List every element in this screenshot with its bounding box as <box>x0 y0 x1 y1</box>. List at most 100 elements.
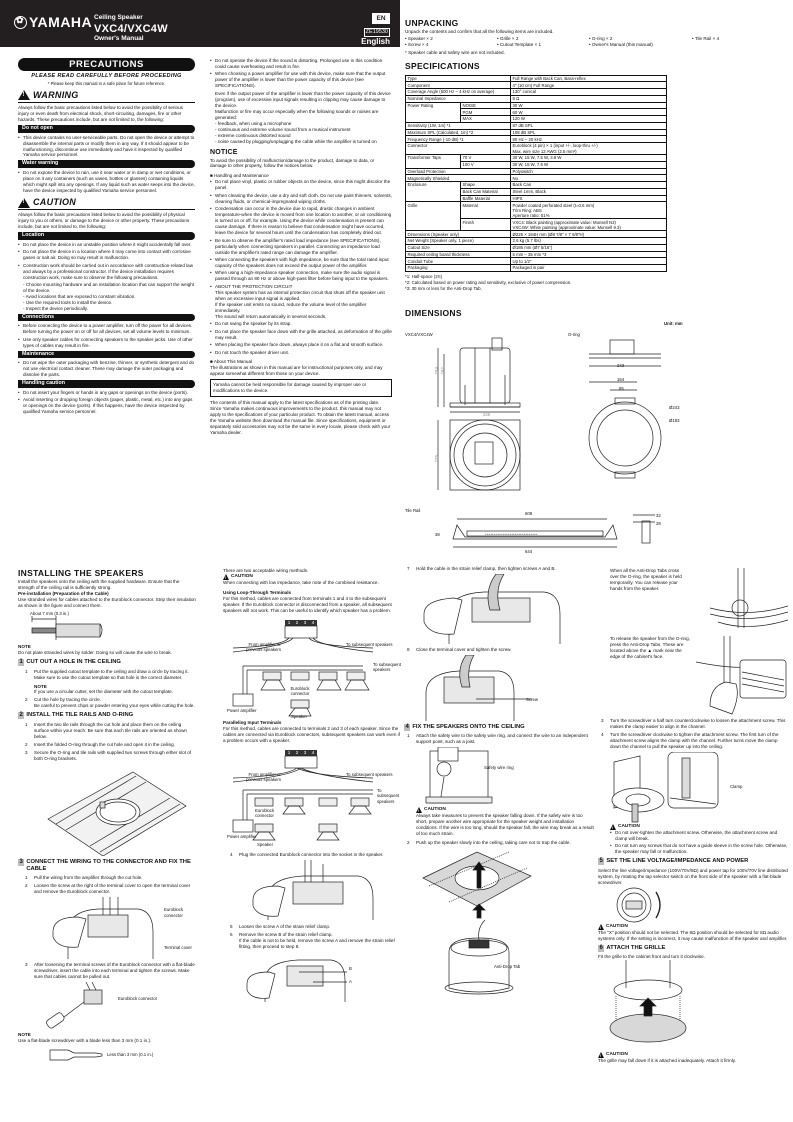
terminal-number: 2 <box>293 619 301 626</box>
strain-relief-figure: B A <box>223 952 401 1002</box>
installing-title: INSTALLING THE SPEAKERS <box>18 568 144 578</box>
dim-width-225: 225 <box>483 412 491 417</box>
spec-label: Nominal Impedance <box>405 94 511 103</box>
list-item: Construction work should be carried out … <box>18 263 195 281</box>
step-text: Cut the hole by tracing the circle. <box>34 697 101 703</box>
step-title: INSTALL THE TILE RAILS AND O-RING <box>26 712 134 719</box>
list-item: Do not place the device in a location wh… <box>18 249 195 261</box>
list-item: Do not place the speaker face down with … <box>210 329 392 341</box>
category-do-not-open: Do not open <box>18 125 195 133</box>
to-subsequent-label-2: To subsequent speakers <box>373 661 401 673</box>
to-subsequent-label-2: To subsequent speakers <box>377 787 400 804</box>
caution-title: CAUTION <box>33 196 77 207</box>
wiring-caution-heading: CAUTION <box>223 574 401 580</box>
unpack-item: • Grille × 2 <box>497 35 519 41</box>
caution-title: CAUTION <box>231 573 253 579</box>
anti-drop-tab-label: Anti-Drop Tab <box>494 964 521 970</box>
dim-height-194: 194 <box>433 367 439 375</box>
dimensions-section: DIMENSIONS Unit: mm VXC4/VXC4W O-ring Ti… <box>405 308 785 558</box>
dim-oring-243: 243 <box>617 363 625 368</box>
pre-installation-text: Use stranded wires for cables attached t… <box>18 596 196 608</box>
cable-clamp-illustration <box>423 573 561 644</box>
terminal-number: 1 <box>285 749 293 756</box>
dim-oring-85: 85 <box>619 386 624 391</box>
unpack-item: • Screw × 4 <box>405 41 429 47</box>
euroblock-connector-label-2: Euroblock connector <box>118 996 158 1002</box>
power-amplifier-label: Power amplifier <box>227 707 257 713</box>
list-subitem: Inspect the device periodically. <box>23 306 195 312</box>
manual-contents-text: The contents of this manual apply to the… <box>210 400 391 436</box>
spec-value: 60 W <box>510 108 667 117</box>
screw-a-label: A <box>349 978 352 984</box>
dim-rail-644: 644 <box>525 549 533 554</box>
list-item: When cleaning the device, use a dry and … <box>210 193 392 205</box>
parallel-text: For this method, cables are connected to… <box>223 725 400 743</box>
precautions-continued: Do not operate the device if the sound i… <box>210 58 392 436</box>
list-item: Do not touch the speaker driver unit. <box>210 350 392 356</box>
terminal-number: 2 <box>293 749 301 756</box>
step-text: After loosening the terminal screws of t… <box>34 962 195 980</box>
caution-triangle-icon <box>610 823 616 830</box>
spec-label: Overload Protection <box>405 167 511 176</box>
item-text: Cutout Template × 1 <box>499 41 542 47</box>
caution-heading: CAUTION <box>598 1052 788 1058</box>
unpack-item: • Owner's Manual (this manual) <box>589 41 653 47</box>
parallel-title: Paralleling Input Terminals <box>223 719 282 725</box>
tap-selector-switch-illustration <box>616 887 661 923</box>
wiring-caution-text: When connecting with low impedance, take… <box>223 580 379 586</box>
step-title: ATTACH THE GRILLE <box>606 944 666 951</box>
about-title-text: About This Manual <box>213 358 253 364</box>
dim-rail-32: 32 <box>656 513 661 518</box>
safety-wire-figure: Safety wire ring <box>404 747 594 807</box>
push-up-speaker-illustration <box>422 851 532 995</box>
caution-title: CAUTION <box>618 823 640 829</box>
list-item: Be sure to observe the amplifier's rated… <box>210 238 392 256</box>
list-item: When using a high-impedance speaker conn… <box>210 270 392 282</box>
spec-label: Cutout Size <box>405 243 511 252</box>
spec-label: Maximum SPL (Calculated, 1m) *2 <box>405 128 511 137</box>
product-type: Ceiling Speaker <box>94 14 143 21</box>
spec-sublabel: Shape <box>460 181 511 189</box>
spec-value: Packaged in pair <box>510 264 667 272</box>
spec-sublabel: 70 V <box>460 154 511 162</box>
handling-title-text: Handling and Maintenance <box>214 173 269 179</box>
step-number: 2 <box>18 712 25 720</box>
note-title: NOTE <box>18 1032 31 1038</box>
item-text: O-ring × 2 <box>591 35 613 41</box>
anti-drop-figure: When all the Anti-Drop Tabs cross over t… <box>598 568 788 636</box>
caution-text: Always take measures to prevent the spea… <box>416 813 594 837</box>
caution-intro: Always follow the basic precautions list… <box>18 212 190 230</box>
safety-wire-ring-label: Safety wire ring <box>484 765 514 771</box>
unpack-item: • O-ring × 2 <box>589 35 613 41</box>
spec-value: 108 dB SPL <box>510 128 667 137</box>
tile-rail-drawing: ++++++++++++++++++++++++++++++ <box>452 514 655 548</box>
list-item: Before connecting the device to a power … <box>18 323 195 335</box>
caution-title: CAUTION <box>606 923 628 929</box>
note-title: NOTE <box>34 683 47 689</box>
spec-value: 4" (10 cm) Full Range <box>510 81 667 90</box>
spec-label: Grille <box>405 201 461 232</box>
spec-label: Coverage Angle (500 Hz – 4 kHz on averag… <box>405 88 511 96</box>
spec-value-line: Powder coated perforated steel (t=0.6 mm… <box>512 202 595 208</box>
list-subitem: noise caused by plugging/unplugging the … <box>215 139 392 145</box>
step-text: Remove the screw B of the strain relief … <box>239 931 333 937</box>
note-text: Do not plate stranded wires by solder. D… <box>18 650 172 656</box>
clamp-caution: CAUTION Do not over-tighten the attachme… <box>598 824 788 856</box>
loop-through-diagram: 1 2 3 4 From amplifier or previous speak… <box>223 614 401 719</box>
spec-label: Transformer Taps <box>405 154 461 169</box>
dim-depth-225: 225 <box>433 455 439 463</box>
plug-connector-illustration <box>252 859 374 920</box>
spec-value: 30 W <box>510 101 667 110</box>
terminal-cover-illustration <box>52 897 154 960</box>
paragraph: Even if the output power of the amplifie… <box>215 90 391 108</box>
list-item: Do not turn any screws that do not have … <box>610 843 788 855</box>
